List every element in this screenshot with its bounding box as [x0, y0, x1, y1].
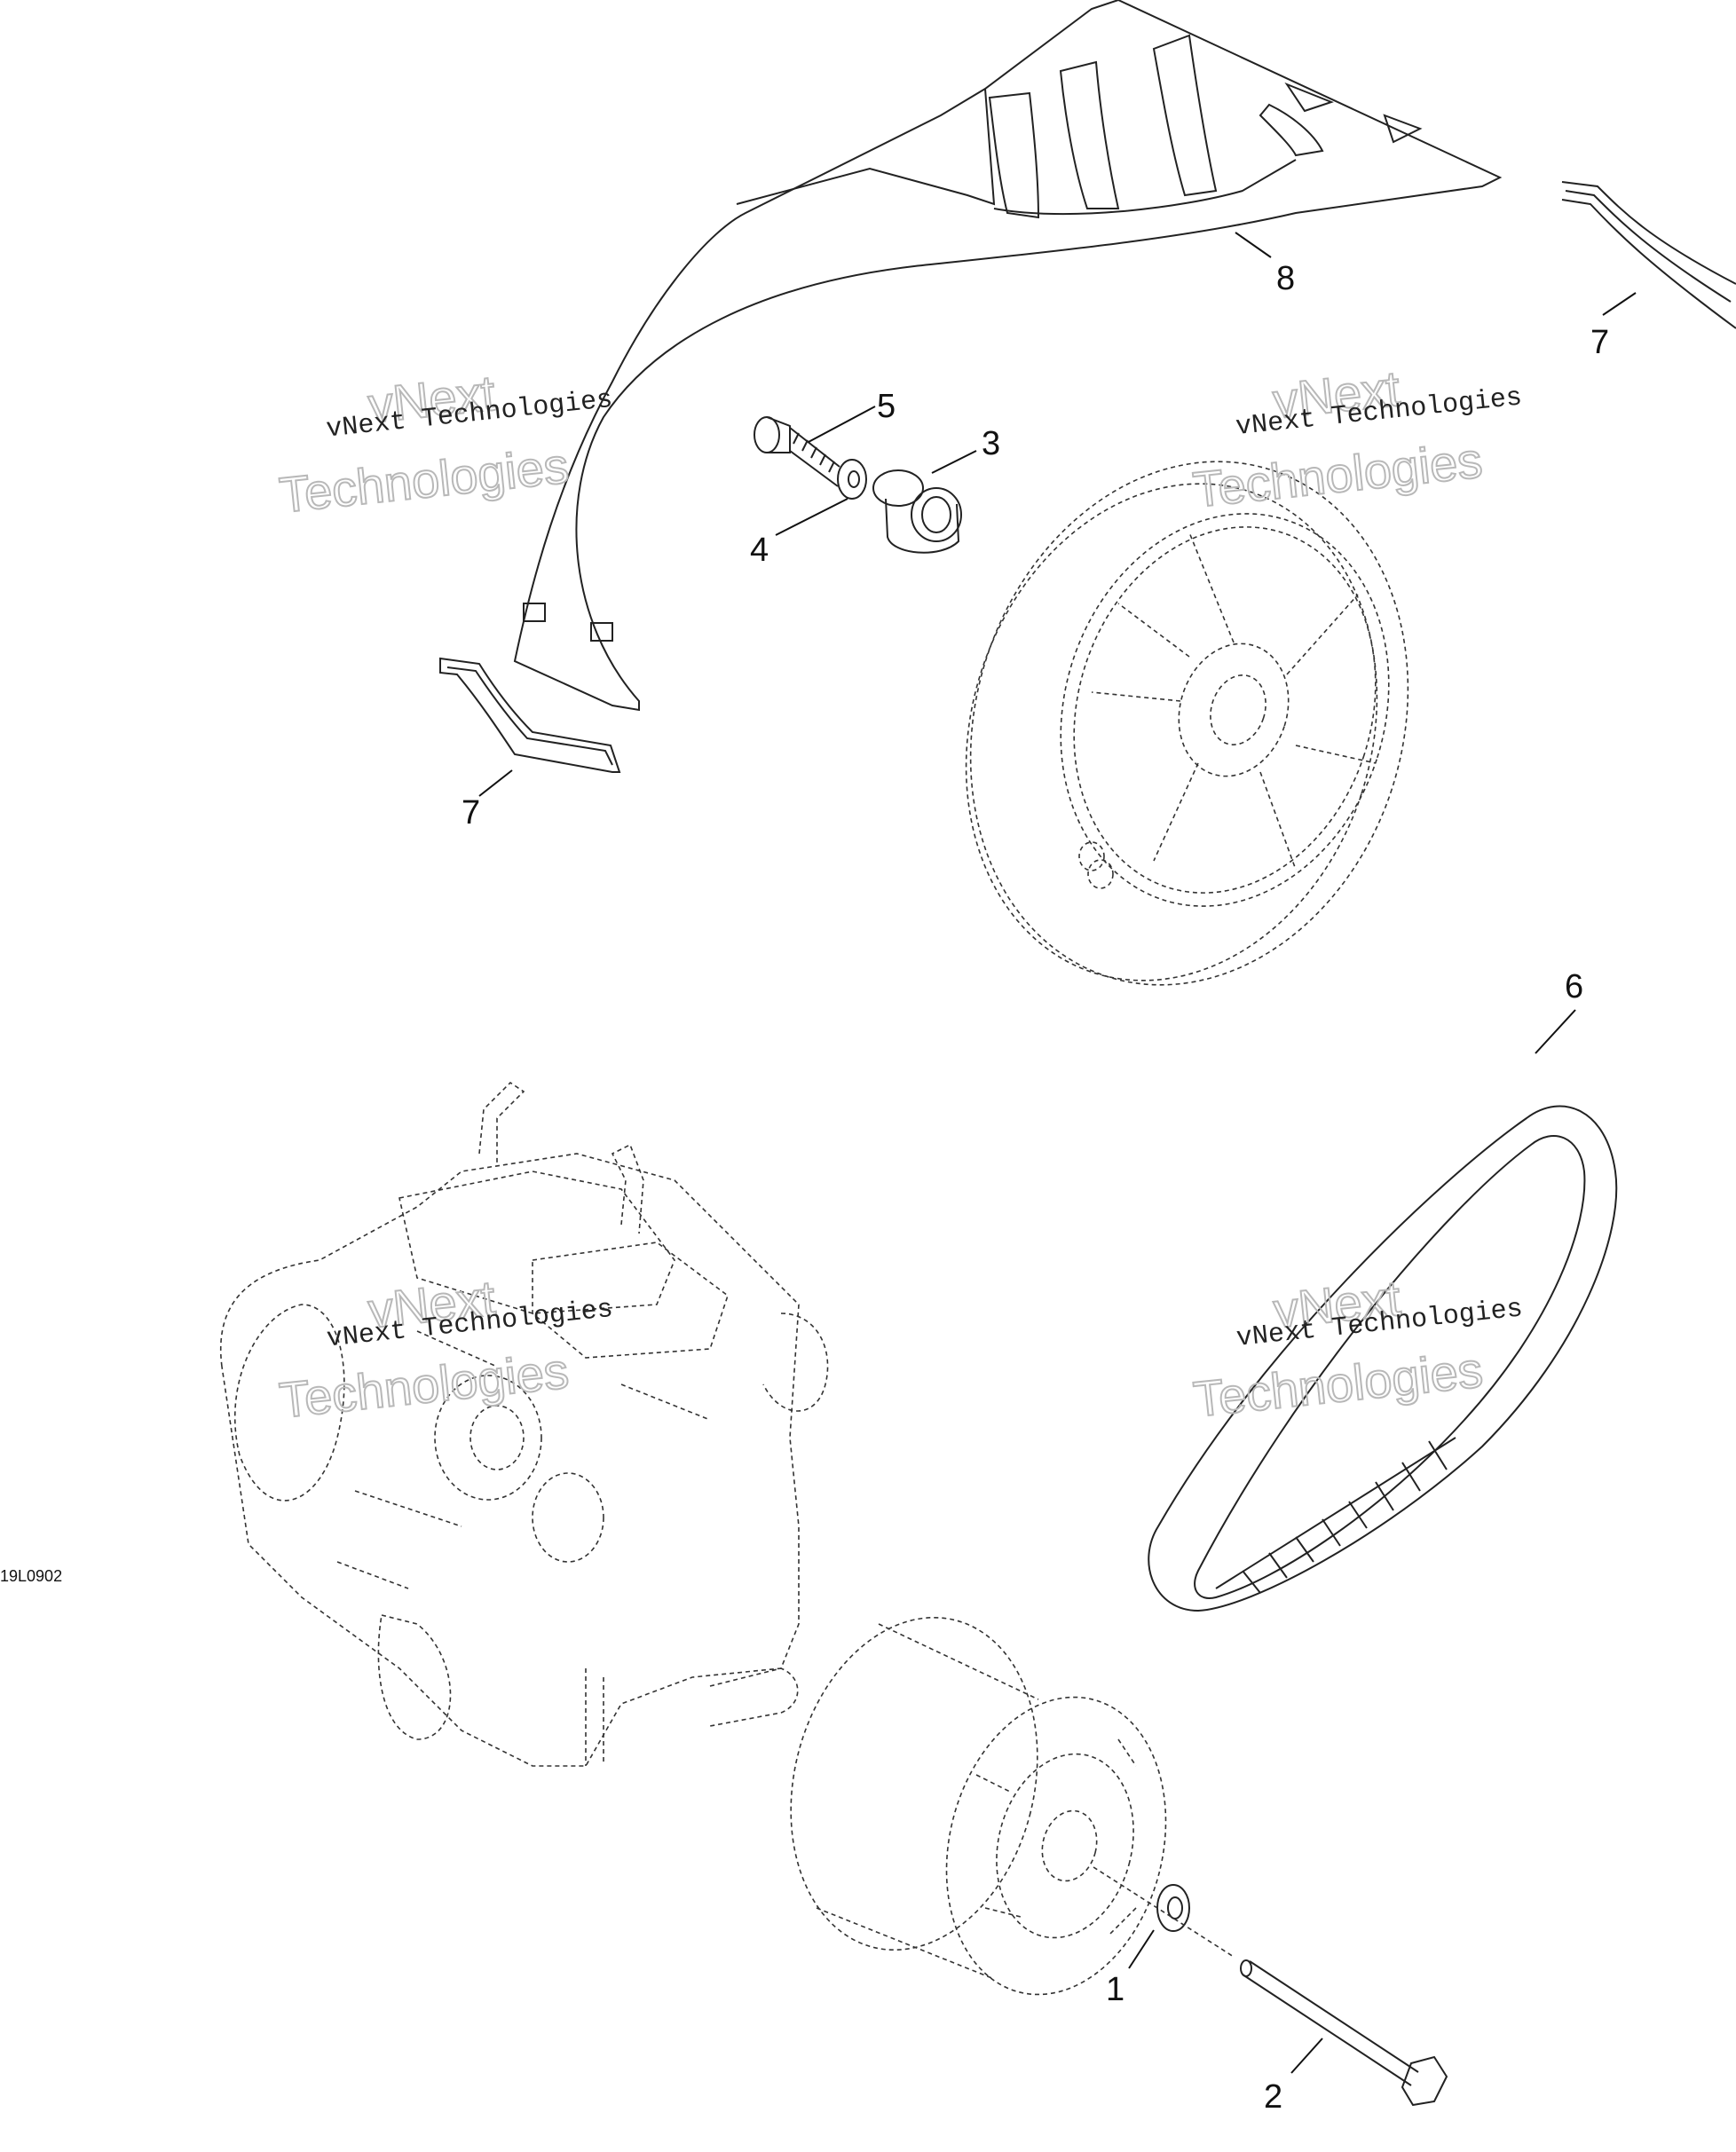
- gasket-right-part: [1561, 181, 1736, 329]
- drive-pulley-reference: [790, 1616, 1167, 1996]
- engine-reference: [219, 1081, 829, 1767]
- driven-pulley-reference: [965, 461, 1409, 986]
- callout-7-right: 7: [1590, 324, 1609, 361]
- gasket-left-part: [439, 657, 621, 773]
- callout-4: 4: [750, 532, 769, 569]
- callout-5: 5: [877, 388, 896, 425]
- screw-part: [754, 416, 840, 487]
- svg-text:Technologies: Technologies: [277, 1343, 572, 1429]
- callout-1: 1: [1106, 1971, 1124, 2008]
- drive-belt-part: [1148, 1105, 1618, 1612]
- diagram-code: 19L0902: [0, 1567, 62, 1585]
- svg-text:Technologies: Technologies: [1190, 432, 1485, 518]
- watermark-top-right: vNext Technologies vNext Technologies: [1189, 359, 1523, 519]
- watermark-top-left: vNext Technologies vNext Technologies: [276, 364, 614, 524]
- callout-6: 6: [1565, 968, 1583, 1005]
- callout-8: 8: [1276, 260, 1295, 297]
- belt-guard-part: [513, 0, 1503, 712]
- callout-2: 2: [1264, 2078, 1282, 2116]
- pulley-bolt-part: [1093, 1866, 1448, 2107]
- svg-text:Technologies: Technologies: [277, 437, 572, 524]
- callout-labels: 8 7 5 3 4 7 6 1 2: [462, 260, 1609, 2116]
- callout-3: 3: [982, 425, 1000, 462]
- leader-lines: [478, 232, 1637, 2074]
- washer-part: [837, 459, 867, 500]
- spacer-part: [872, 469, 962, 554]
- pulley-washer-part: [1156, 1884, 1190, 1932]
- callout-7-left: 7: [462, 794, 480, 832]
- watermark-mid-right: vNext Technologies vNext Technologies: [1190, 1269, 1525, 1429]
- svg-text:Technologies: Technologies: [1191, 1342, 1486, 1428]
